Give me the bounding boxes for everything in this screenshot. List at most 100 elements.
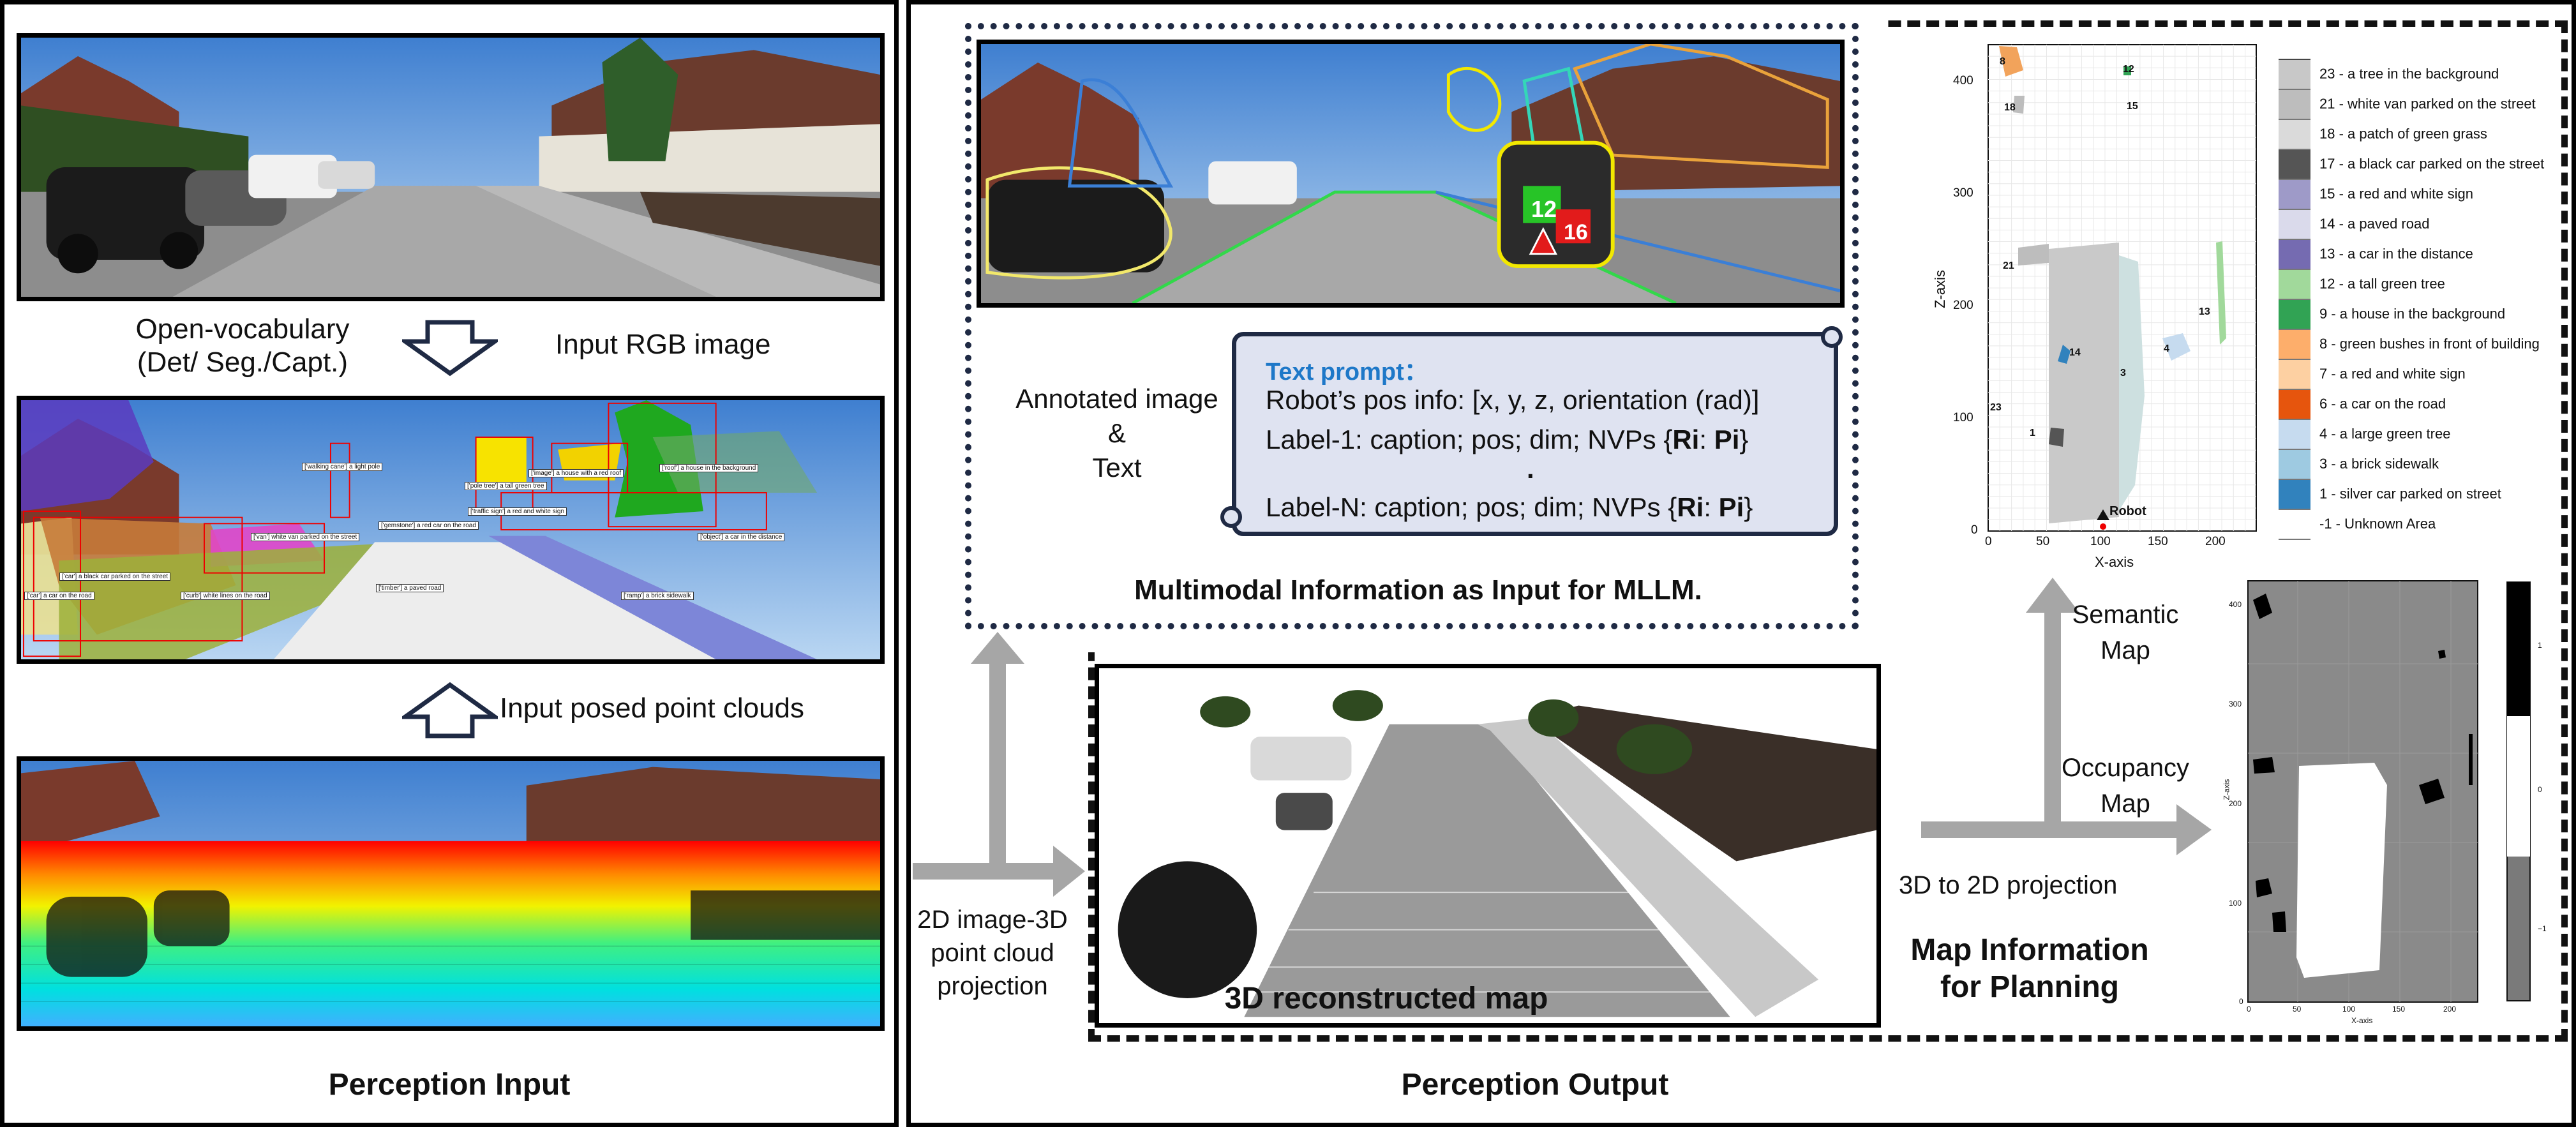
sem-region-label: 8: [2000, 56, 2005, 67]
sem-region-label: 15: [2127, 101, 2138, 112]
legend-label: 15 - a red and white sign: [2319, 186, 2473, 202]
perception-output-title: Perception Output: [1401, 1068, 1669, 1102]
sem-xtick: 150: [2148, 535, 2168, 548]
prompt-line-label1: Label-1: caption; pos; dim; NVPs {Ri: Pi…: [1266, 424, 1749, 454]
prompt-header: Text prompt：: [1266, 359, 1428, 386]
legend-label: 3 - a brick sidewalk: [2319, 456, 2439, 472]
annotated-text-label: Annotated image & Text: [1015, 384, 1218, 483]
legend-swatch: [2279, 330, 2310, 360]
semantic-map-label: Semantic Map: [2072, 601, 2179, 664]
projection-label: 2D image-3D point cloud projection: [917, 906, 1068, 1000]
sem-region-label: 3: [2120, 368, 2126, 378]
seg-tag: ['walking cane'] a light pole: [302, 463, 383, 471]
street-photo: [21, 38, 880, 297]
occ-ylabel: Z-axis: [2222, 779, 2231, 800]
perception-output-panel: [906, 0, 2576, 1127]
seg-tag: ['gemstone'] a red car on the road: [378, 521, 479, 530]
reconstructed-scene: [1099, 668, 1876, 1023]
legend-swatch: [2279, 240, 2310, 270]
segmentation-overlay: [21, 400, 880, 659]
sem-region-label: 18: [2004, 102, 2016, 113]
point-cloud-label: Input posed point clouds: [500, 693, 805, 724]
sem-region-label: 21: [2003, 260, 2014, 271]
legend-swatch: [2279, 420, 2310, 450]
annotated-id: 12: [1531, 196, 1557, 222]
legend-label: 13 - a car in the distance: [2319, 246, 2473, 262]
open-vocab-label: Open-vocabulary (Det/ Seg./Capt.): [135, 313, 350, 378]
legend-label: 6 - a car on the road: [2319, 396, 2446, 412]
annotated-id: 16: [1564, 220, 1588, 244]
projection-arrow-icon: [913, 632, 1085, 897]
legend-item: 6 - a car on the road: [2279, 390, 2572, 420]
occ-ytick: 200: [2229, 799, 2242, 808]
seg-tag: ['ramp'] a brick sidewalk: [621, 592, 694, 600]
input-rgb-image: [17, 33, 885, 301]
depth-colored-points: [21, 761, 880, 1026]
legend-label: 8 - green bushes in front of building: [2319, 336, 2540, 352]
down-arrow-icon: [402, 320, 498, 377]
seg-tag: ['roof'] a house in the background: [659, 464, 759, 472]
sem-region-label: 1: [2030, 428, 2035, 438]
legend-swatch: [2279, 390, 2310, 420]
legend-item: 9 - a house in the background: [2279, 300, 2572, 330]
sem-ytick: 300: [1953, 186, 1973, 200]
text-prompt-card: Text prompt： Robot’s pos info: [x, y, z,…: [1232, 332, 1838, 536]
occ-xtick: 150: [2392, 1005, 2406, 1014]
prompt-line-labeln: Label-N: caption; pos; dim; NVPs {Ri: Pi…: [1266, 492, 1753, 522]
legend-label: 18 - a patch of green grass: [2319, 126, 2487, 142]
legend-item: 12 - a tall green tree: [2279, 270, 2572, 300]
map-info-title: Map Information for Planning: [1910, 933, 2149, 1004]
legend-swatch: [2279, 300, 2310, 330]
occ-xlabel: X-axis: [2351, 1016, 2373, 1025]
sem-region-label: 12: [2123, 64, 2134, 75]
prompt-line-robot: Robot’s pos info: [x, y, z, orientation …: [1266, 385, 1760, 415]
legend-item: 7 - a red and white sign: [2279, 360, 2572, 390]
legend-swatch: [2279, 90, 2310, 120]
legend-label: 17 - a black car parked on the street: [2319, 156, 2545, 172]
sem-region-label: 23: [1990, 402, 2002, 413]
proj-2d-label: 3D to 2D projection: [1899, 871, 2118, 899]
legend-swatch: [2279, 210, 2310, 240]
legend-label: -1 - Unknown Area: [2319, 516, 2436, 532]
legend-swatch: [2279, 60, 2310, 90]
reconstructed-map: 3D reconstructed map: [1095, 664, 1881, 1028]
sem-ylabel: Z-axis: [1931, 270, 1948, 308]
occ-xtick: 0: [2247, 1005, 2251, 1014]
up-arrow-icon: [402, 682, 498, 738]
multimodal-input-box: [965, 23, 1859, 629]
legend-swatch: [2279, 510, 2310, 540]
sem-region-label: 13: [2199, 306, 2210, 317]
legend-swatch: [2279, 120, 2310, 150]
perception-input-panel: [0, 0, 899, 1127]
legend-label: 14 - a paved road: [2319, 216, 2430, 232]
segmented-image: ['walking cane'] a light pole ['pole tre…: [17, 396, 885, 664]
legend-item: 17 - a black car parked on the street: [2279, 150, 2572, 180]
legend-label: 7 - a red and white sign: [2319, 366, 2466, 382]
robot-label: Robot: [2109, 504, 2146, 518]
occ-xtick: 100: [2342, 1005, 2356, 1014]
occ-ytick: 100: [2229, 899, 2242, 908]
multimodal-caption: Multimodal Information as Input for MLLM…: [1134, 574, 1702, 606]
legend-swatch: [2279, 270, 2310, 300]
semantic-map-chart: 8 12 18 15 21 14 3 4 13 23 1 Robot 400 3…: [1928, 38, 2310, 581]
annotated-image: 12 16: [977, 40, 1845, 308]
legend-label: 23 - a tree in the background: [2319, 66, 2499, 82]
occ-ytick: 0: [2239, 997, 2243, 1006]
legend-label: 12 - a tall green tree: [2319, 276, 2445, 292]
legend-item: 4 - a large green tree: [2279, 420, 2572, 450]
occupancy-map-label: Occupancy Map: [2061, 754, 2190, 818]
sem-region-label: 4: [2164, 343, 2169, 354]
sem-xlabel: X-axis: [2095, 554, 2134, 570]
legend-label: 1 - silver car parked on street: [2319, 486, 2501, 502]
legend-item: 1 - silver car parked on street: [2279, 480, 2572, 510]
seg-tag: ['traffic sign'] a red and white sign: [468, 507, 567, 516]
legend-item: 15 - a red and white sign: [2279, 180, 2572, 210]
sem-xtick: 200: [2205, 535, 2226, 548]
legend-item: 8 - green bushes in front of building: [2279, 330, 2572, 360]
legend-swatch: [2279, 450, 2310, 480]
seg-tag: ['curb'] white lines on the road: [181, 592, 270, 600]
semantic-map-plot: [1988, 44, 2257, 532]
occ-xtick: 50: [2293, 1005, 2302, 1014]
seg-tag: ['timber'] a paved road: [376, 584, 444, 592]
